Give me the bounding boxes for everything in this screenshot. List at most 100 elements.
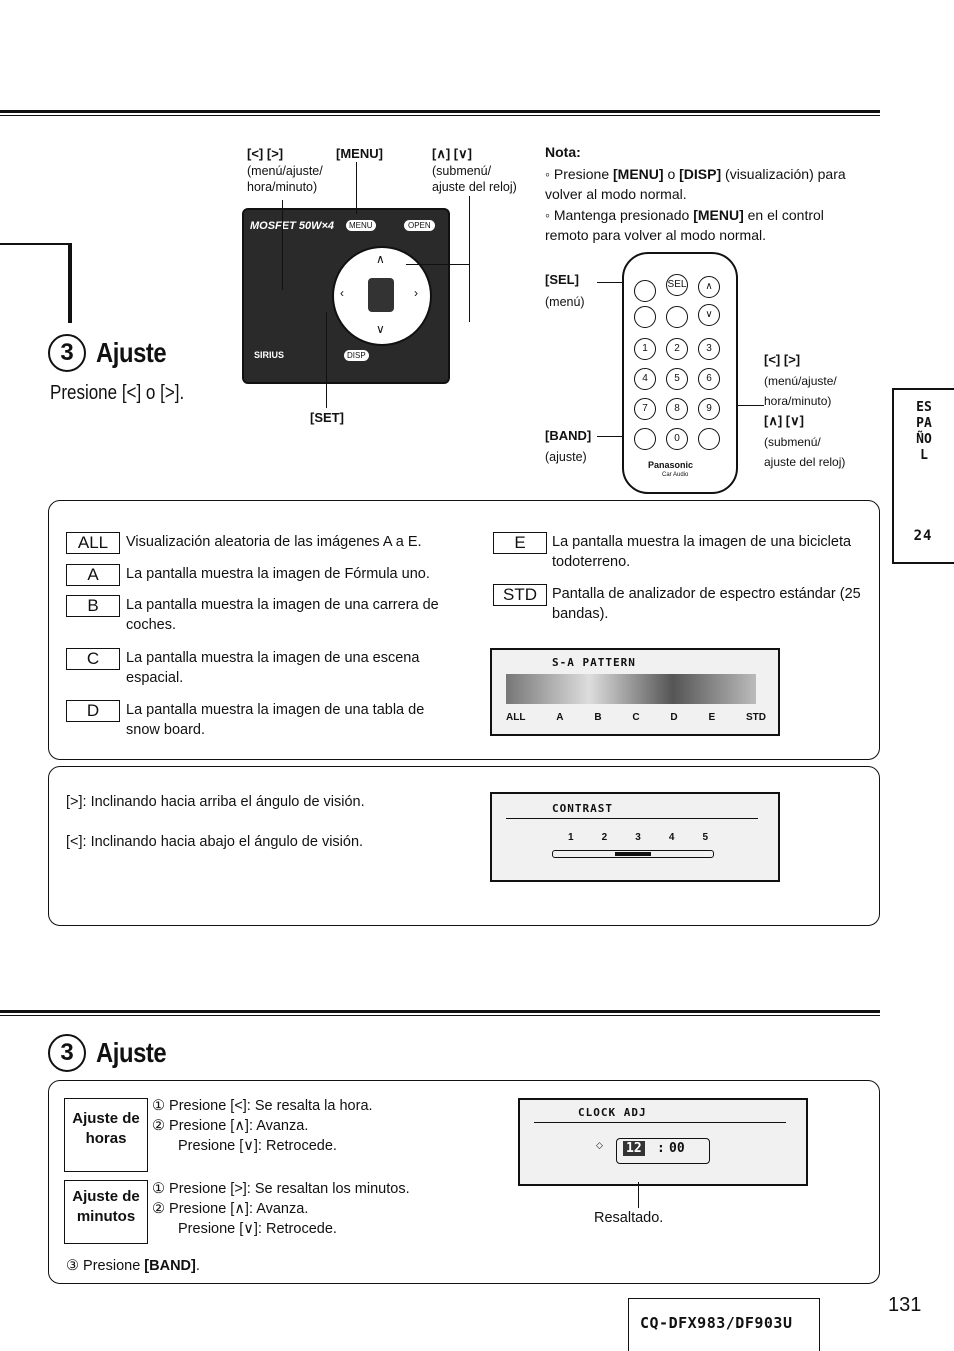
contrast-level-3: 3 bbox=[635, 832, 641, 843]
pattern-desc-all: Visualización aleatoria de las imágenes … bbox=[126, 534, 422, 550]
remote-band-button[interactable] bbox=[634, 428, 656, 450]
device-open-button[interactable]: OPEN bbox=[404, 220, 435, 231]
callout-line-arrows bbox=[469, 196, 470, 322]
remote-key-1[interactable]: 1 bbox=[634, 338, 656, 360]
clock-hour: 12 bbox=[623, 1141, 645, 1156]
callout-set: [SET] bbox=[310, 410, 344, 425]
top-rule bbox=[0, 110, 880, 113]
callout-line-lr bbox=[282, 200, 283, 290]
bottom-rule-thin bbox=[0, 1015, 880, 1016]
device-menu-button[interactable]: MENU bbox=[346, 220, 376, 231]
clock-screen: CLOCK ADJ ◇ 12 : 00 bbox=[518, 1098, 808, 1186]
remote-band-line bbox=[597, 436, 637, 437]
remote-key-6[interactable]: 6 bbox=[698, 368, 720, 390]
screen-option-c: C bbox=[632, 712, 640, 723]
contrast-up-text: [>]: Inclinando hacia arriba el ángulo d… bbox=[66, 794, 365, 810]
pattern-screen-image bbox=[506, 674, 756, 704]
contrast-panel bbox=[48, 766, 880, 926]
page-number: 131 bbox=[888, 1294, 922, 1316]
hours-label: Ajuste de horas bbox=[64, 1098, 148, 1172]
section-heading: 3 Ajuste bbox=[48, 334, 179, 372]
callout-line-set bbox=[326, 312, 327, 408]
pattern-key-std: STD bbox=[493, 584, 547, 606]
pattern-key-e: E bbox=[493, 532, 547, 554]
minutes-step-3: Presione [∨]: Retrocede. bbox=[178, 1221, 337, 1237]
remote-down-icon[interactable]: ∨ bbox=[698, 304, 720, 326]
remote-key-7[interactable]: 7 bbox=[634, 398, 656, 420]
hours-step-2: ② Presione [∧]: Avanza. bbox=[152, 1118, 309, 1134]
pattern-desc-d: La pantalla muestra la imagen de una tab… bbox=[126, 702, 425, 738]
joystick-right-icon: › bbox=[414, 286, 418, 300]
heading-title: Ajuste bbox=[96, 337, 167, 368]
device-joystick[interactable]: ∧ ∨ ‹ › bbox=[332, 246, 432, 346]
contrast-level-2: 2 bbox=[601, 832, 608, 843]
footer-model-box bbox=[628, 1298, 820, 1351]
pattern-desc-e: La pantalla muestra la imagen de una bic… bbox=[552, 534, 852, 570]
device-faceplate: MOSFET 50W×4 MENU OPEN ∧ ∨ ‹ › SIRIUS DI… bbox=[242, 208, 450, 384]
callout-line-arrows-h bbox=[406, 264, 470, 265]
remote-power-button[interactable] bbox=[634, 280, 656, 302]
callout-lr-desc: (menú/ajuste/ hora/minuto) bbox=[247, 164, 323, 194]
remote-key-5[interactable]: 5 bbox=[666, 368, 688, 390]
hours-step-1: ① Presione [<]: Se resalta la hora. bbox=[152, 1098, 373, 1114]
remote-sel-desc: (menú) bbox=[545, 295, 585, 309]
remote-right-desc2: (submenú/ ajuste del reloj) bbox=[764, 435, 846, 469]
joystick-down-icon: ∨ bbox=[376, 322, 385, 336]
nota-title: Nota: bbox=[545, 144, 581, 160]
remote-up-icon[interactable]: ∧ bbox=[698, 276, 720, 298]
clock-updown-icon: ◇ bbox=[596, 1140, 603, 1150]
pattern-desc-a: La pantalla muestra la imagen de Fórmula… bbox=[126, 566, 430, 582]
minutes-step-2: ② Presione [∧]: Avanza. bbox=[152, 1201, 309, 1217]
remote-key-4[interactable]: 4 bbox=[634, 368, 656, 390]
contrast-screen: CONTRAST 1 2 3 4 5 bbox=[490, 792, 780, 882]
remote-right-line bbox=[736, 405, 764, 406]
minutes-step-1: ① Presione [>]: Se resaltan los minutos. bbox=[152, 1181, 410, 1197]
nota-item-1: ◦ Presione [MENU] o [DISP] (visualizació… bbox=[545, 166, 846, 202]
clock-screen-title: CLOCK ADJ bbox=[578, 1106, 647, 1119]
remote-band-desc: (ajuste) bbox=[545, 450, 587, 464]
top-rule-thin bbox=[0, 115, 880, 116]
contrast-down-text: [<]: Inclinando hacia abajo el ángulo de… bbox=[66, 834, 364, 850]
clock-panel bbox=[48, 1080, 880, 1284]
bottom-rule bbox=[0, 1010, 880, 1013]
callout-line-menu bbox=[356, 162, 357, 214]
callout-menu: [MENU] bbox=[336, 146, 383, 161]
screen-option-d: D bbox=[670, 712, 678, 723]
remote-key-3[interactable]: 3 bbox=[698, 338, 720, 360]
remote-key-0[interactable]: 0 bbox=[666, 428, 688, 450]
callout-lr-key: [<] [>] bbox=[247, 146, 284, 161]
remote-band-key: [BAND] bbox=[545, 428, 592, 443]
section-bracket-h bbox=[0, 243, 72, 245]
nota-item-2: ◦ Mantenga presionado [MENU] en el contr… bbox=[545, 207, 824, 243]
clock-heading-title: Ajuste bbox=[96, 1037, 167, 1068]
remote-key-2[interactable]: 2 bbox=[666, 338, 688, 360]
contrast-levels: 1 2 3 4 5 bbox=[568, 832, 708, 843]
remote-sel-button[interactable]: SEL bbox=[666, 274, 688, 296]
step-3-text: ③ Presione [BAND]. bbox=[66, 1258, 200, 1274]
contrast-level-1: 1 bbox=[568, 832, 574, 843]
bullet-icon: ◦ bbox=[545, 166, 554, 182]
contrast-level-4: 4 bbox=[668, 832, 675, 843]
remote-disc-button[interactable] bbox=[666, 306, 688, 328]
pattern-key-a: A bbox=[66, 564, 120, 586]
step-number-circle: 3 bbox=[48, 1034, 86, 1072]
instruction-text: Presione [<] o [>]. bbox=[50, 382, 185, 404]
remote-mute-button[interactable] bbox=[634, 306, 656, 328]
contrast-slider bbox=[552, 850, 714, 858]
remote-key-9[interactable]: 9 bbox=[698, 398, 720, 420]
pattern-panel bbox=[48, 500, 880, 760]
remote-key-8[interactable]: 8 bbox=[666, 398, 688, 420]
remote-brand-sub: Car Audio bbox=[662, 472, 689, 478]
callout-arrows-key: [∧] [∨] bbox=[432, 146, 472, 161]
screen-option-std: STD bbox=[745, 712, 766, 723]
joystick-center-button[interactable] bbox=[368, 278, 394, 312]
device-disp-button[interactable]: DISP bbox=[344, 350, 369, 361]
minutes-label: Ajuste de minutos bbox=[64, 1180, 148, 1244]
screen-option-all: ALL bbox=[506, 712, 526, 723]
step-number-circle: 3 bbox=[48, 334, 86, 372]
pattern-screen: S-A PATTERN ALL A B C D E STD bbox=[490, 648, 780, 736]
remote-disp-button[interactable] bbox=[698, 428, 720, 450]
pattern-key-all: ALL bbox=[66, 532, 120, 554]
footer-model: CQ-DFX983/DF903U bbox=[640, 1314, 793, 1332]
pattern-key-b: B bbox=[66, 595, 120, 617]
